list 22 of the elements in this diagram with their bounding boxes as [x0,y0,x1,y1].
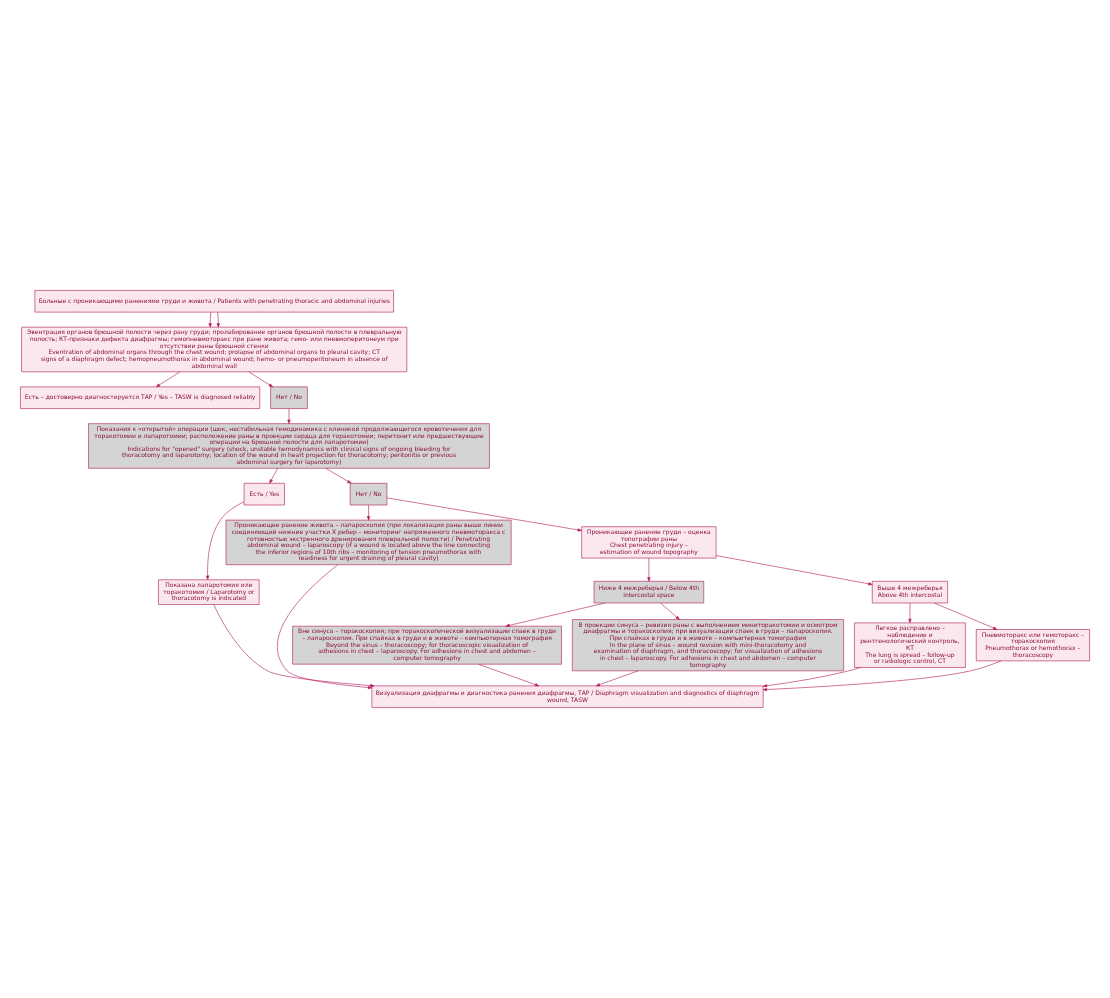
arrow [208,312,212,328]
arrow [287,408,291,424]
arrow [277,564,373,690]
arrow [660,602,680,620]
arrow [647,557,651,582]
arrow [505,602,606,627]
arrow [248,371,273,388]
arrow [206,501,245,580]
arrow [367,504,371,521]
arrow [269,468,278,484]
arrow [934,602,998,630]
arrow [715,555,873,586]
arrow [325,467,352,484]
arrow [478,663,540,687]
arrow [155,371,181,388]
arrow [908,602,912,624]
arrow [762,660,1002,692]
arrow [762,667,861,688]
arrow [386,497,582,532]
arrow [213,604,375,688]
arrow [216,312,220,328]
arrow [595,670,639,687]
